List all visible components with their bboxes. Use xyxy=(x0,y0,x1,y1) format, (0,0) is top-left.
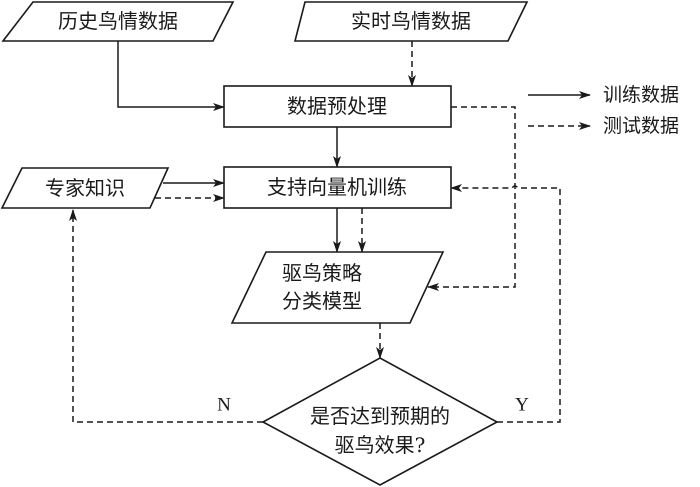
edge-preprocess-to-model xyxy=(427,106,516,291)
decision-label-line2: 驱鸟效果? xyxy=(335,433,426,457)
model-label-line2: 分类模型 xyxy=(282,289,362,313)
svm-training-label: 支持向量机训练 xyxy=(267,175,407,199)
legend-dashed-label: 测试数据 xyxy=(603,115,679,137)
node-svm-training: 支持向量机训练 xyxy=(223,166,452,209)
branch-no-label: N xyxy=(217,395,231,416)
edge-decision-yes-to-svm xyxy=(450,184,561,423)
node-expert-knowledge: 专家知识 xyxy=(0,167,170,209)
realtime-data-label: 实时鸟情数据 xyxy=(351,9,471,33)
node-history-data: 历史鸟情数据 xyxy=(1,1,235,42)
expert-knowledge-label: 专家知识 xyxy=(45,176,125,200)
branch-yes-label: Y xyxy=(515,395,529,416)
edge-decision-no-to-expert xyxy=(69,209,263,423)
node-decision: 是否达到预期的 驱鸟效果? xyxy=(261,357,499,486)
legend: 训练数据 测试数据 xyxy=(528,84,679,137)
legend-solid-label: 训练数据 xyxy=(603,84,679,106)
node-model: 驱鸟策略 分类模型 xyxy=(230,251,445,324)
edge-history-to-preprocess xyxy=(117,41,225,111)
decision-label-line1: 是否达到预期的 xyxy=(310,404,450,428)
history-data-label: 历史鸟情数据 xyxy=(58,9,178,33)
node-realtime-data: 实时鸟情数据 xyxy=(293,1,529,42)
preprocess-label: 数据预处理 xyxy=(287,94,387,118)
model-label-line1: 驱鸟策略 xyxy=(282,261,362,285)
node-preprocess: 数据预处理 xyxy=(223,85,452,128)
